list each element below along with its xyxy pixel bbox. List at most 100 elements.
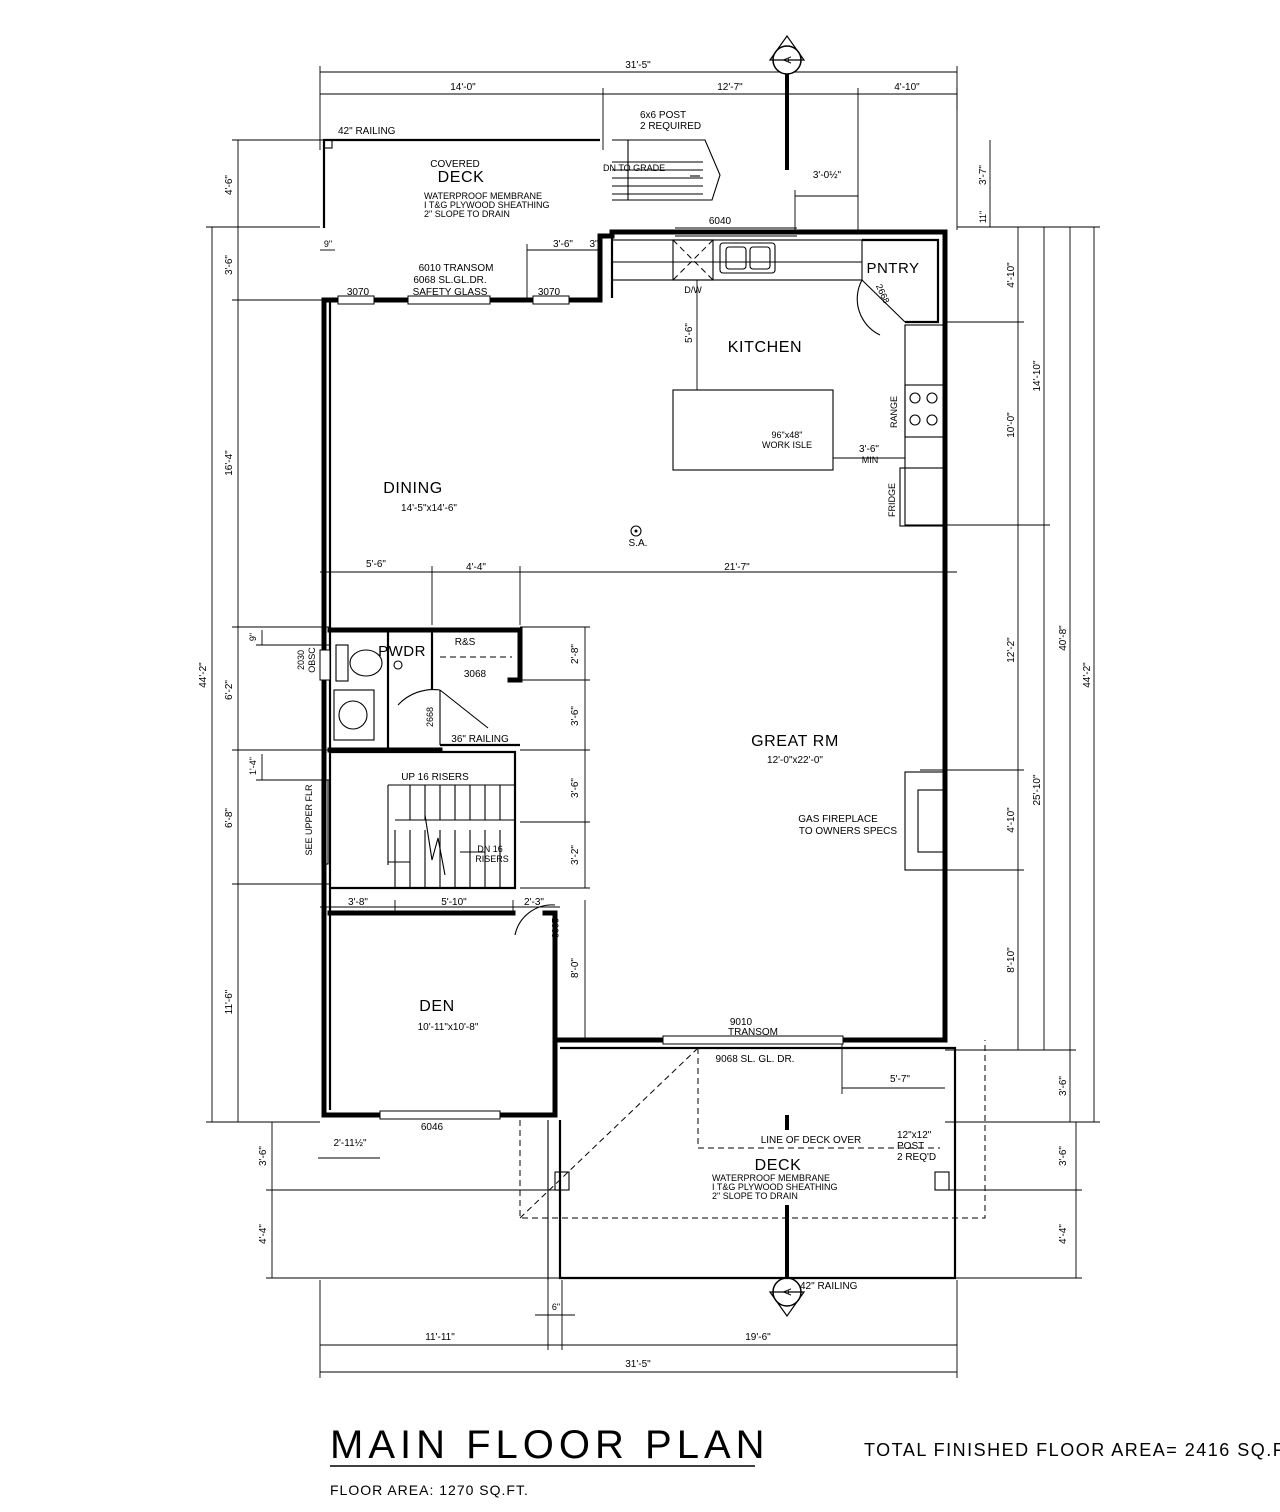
dim-left-9: 9": [248, 633, 258, 641]
window-3070-a: 3070: [347, 287, 370, 298]
dim-stair-3-6-a: 3'-6": [570, 706, 581, 726]
post-bottom-2: POST: [897, 1141, 924, 1152]
window-3070-b: 3070: [538, 287, 561, 298]
railing-top: 42" RAILING: [338, 126, 396, 137]
dim-left-1-4: 1'-4": [248, 757, 258, 775]
section-a-bottom: A: [782, 1288, 794, 1296]
dim-right-25-10: 25'-10": [1032, 774, 1043, 805]
transom-word: TRANSOM: [728, 1027, 778, 1038]
window-6046: 6046: [421, 1122, 444, 1133]
membrane-bot-2: I T&G PLYWOOD SHEATHING: [712, 1182, 838, 1192]
dim-int-3-6: 3'-6": [553, 239, 573, 250]
up-risers: UP 16 RISERS: [401, 772, 469, 783]
dim-right-3-6-b: 3'-6": [1058, 1146, 1069, 1166]
dim-left-16-4: 16'-4": [224, 450, 235, 476]
railing-bottom: 42" RAILING: [800, 1281, 858, 1292]
total-floor-area: TOTAL FINISHED FLOOR AREA= 2416 SQ.FT.: [864, 1440, 1280, 1460]
membrane-top-3: 2" SLOPE TO DRAIN: [424, 209, 510, 219]
dim-left-3-6-bot: 3'-6": [258, 1146, 269, 1166]
range-label: RANGE: [889, 396, 899, 428]
dim-stair-3-6-b: 3'-6": [570, 778, 581, 798]
dim-right-11: 11": [978, 211, 988, 224]
transom-9010: 9010: [730, 1017, 753, 1028]
dim-top-14-0: 14'-0": [450, 82, 476, 93]
deck-bottom-label: DECK: [755, 1157, 802, 1174]
fixtures: [321, 239, 946, 888]
room-great-rm: GREAT RM: [751, 733, 839, 750]
dim-right-8-10: 8'-10": [1006, 947, 1017, 973]
door-9068: 9068 SL. GL. DR.: [716, 1054, 795, 1065]
dim-right-4-10-b: 4'-10": [1006, 807, 1017, 833]
see-upper-flr: SEE UPPER FLR: [304, 784, 314, 856]
dim-int-9: 9": [324, 239, 332, 249]
membrane-top-1: WATERPROOF MEMBRANE: [424, 191, 542, 201]
dim-right-4-4: 4'-4": [1058, 1224, 1069, 1244]
post-bottom-3: 2 REQ'D: [897, 1152, 936, 1163]
transom-top: 6010 TRANSOM: [419, 263, 494, 274]
dim-row-5-10: 5'-10": [441, 897, 467, 908]
dim-right-3-7: 3'-7": [978, 165, 989, 185]
dim-deck-2-11-half: 2'-11½": [333, 1138, 367, 1149]
dn-16: DN 16: [477, 844, 503, 854]
post-top-1: 6x6 POST: [640, 110, 686, 121]
membrane-bot-3: 2" SLOPE TO DRAIN: [712, 1191, 798, 1201]
dim-row-5-6: 5'-6": [366, 559, 386, 570]
door-3068: 3068: [464, 669, 487, 680]
dim-int-3-6-min: 3'-6": [859, 444, 879, 455]
deck-bottom: [519, 1040, 986, 1280]
fridge-label: FRIDGE: [887, 483, 897, 517]
dim-deck-5-7: 5'-7": [890, 1074, 910, 1085]
dim-int-3: 3": [589, 239, 599, 250]
section-a-top: A: [782, 56, 794, 64]
dim-den-8-0: 8'-0": [570, 958, 581, 978]
window-2030: 2030: [296, 650, 306, 670]
gas-fireplace-2: TO OWNERS SPECS: [799, 826, 897, 837]
dim-right-44-2: 44'-2": [1082, 662, 1093, 688]
dim-row-21-7: 21'-7": [724, 562, 750, 573]
den-size: 10'-11"x10'-8": [418, 1022, 479, 1033]
post-top-2: 2 REQUIRED: [640, 121, 701, 132]
dim-row-4-4: 4'-4": [466, 562, 486, 573]
min-label: MIN: [862, 455, 879, 465]
room-kitchen: KITCHEN: [728, 339, 802, 356]
dim-bot-19-6: 19'-6": [745, 1332, 771, 1343]
dw-label: D/W: [684, 285, 702, 295]
dim-left-4-6: 4'-6": [224, 175, 235, 195]
membrane-top-2: I T&G PLYWOOD SHEATHING: [424, 200, 550, 210]
dim-right-12-2: 12'-2": [1006, 637, 1017, 663]
dn-to-grade: DN TO GRADE: [603, 163, 665, 173]
dim-right-14-10: 14'-10": [1032, 360, 1043, 391]
risers: RISERS: [475, 854, 509, 864]
dim-stair-3-2: 3'-2": [570, 845, 581, 865]
covered-label: COVERED: [430, 159, 479, 170]
safety-glass: SAFETY GLASS: [413, 287, 488, 298]
work-isle-label: WORK ISLE: [762, 440, 812, 450]
dining-size: 14'-5"x14'-6": [401, 503, 457, 514]
membrane-bot-1: WATERPROOF MEMBRANE: [712, 1173, 830, 1183]
dim-bot-6: 6": [552, 1302, 560, 1312]
dim-row-3-8: 3'-8": [348, 897, 368, 908]
dim-int-5-6: 5'-6": [684, 323, 695, 343]
dim-bot-overall: 31'-5": [625, 1359, 651, 1370]
dim-stair-2-8: 2'-8": [570, 644, 581, 664]
work-isle-size: 96"x48": [772, 430, 803, 440]
room-pntry: PNTRY: [866, 260, 919, 277]
gas-fireplace-1: GAS FIREPLACE: [798, 814, 878, 825]
dim-top-overall: 31'-5": [625, 60, 651, 71]
obsc-label: OBSC: [307, 647, 317, 673]
dim-right-40-8: 40'-8": [1058, 625, 1069, 651]
dim-top-12-7: 12'-7": [717, 82, 743, 93]
dim-left-6-8: 6'-8": [224, 808, 235, 828]
door-top: 6068 SL.GL.DR.: [413, 275, 486, 286]
covered-deck-top: [322, 138, 797, 237]
dim-right-4-10-a: 4'-10": [1006, 262, 1017, 288]
dim-right-3-6-a: 3'-6": [1058, 1076, 1069, 1096]
door-2668-den: 2668: [550, 918, 560, 938]
window-6040: 6040: [709, 216, 732, 227]
dim-deck-3-0-half: 3'-0½": [813, 170, 842, 181]
dim-left-11-6: 11'-6": [224, 989, 235, 1014]
railing-36: 36" RAILING: [451, 734, 509, 745]
dim-bot-11-11: 11'-11": [425, 1332, 455, 1343]
door-2668-pwdr: 2668: [425, 707, 435, 727]
